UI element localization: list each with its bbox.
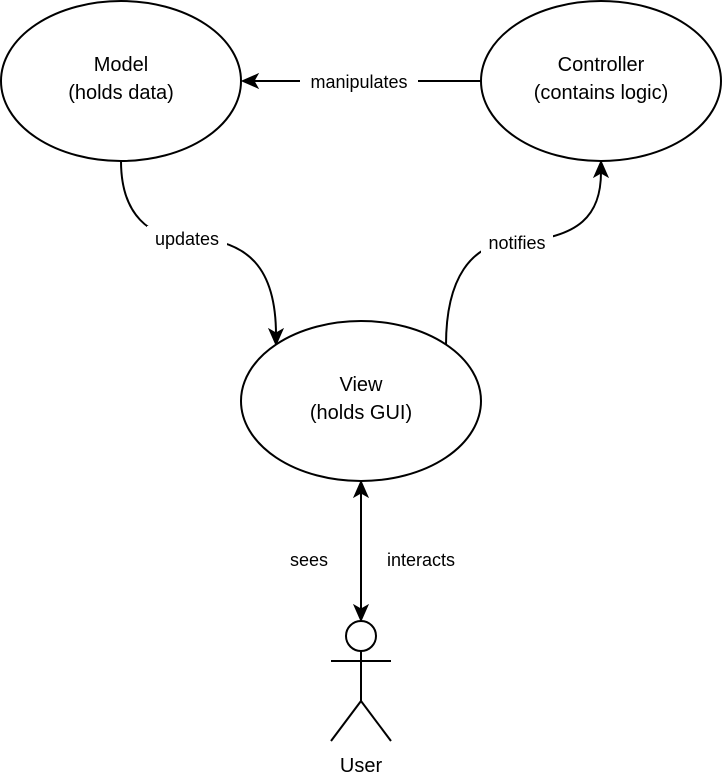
stick-figure-icon: [330, 620, 392, 742]
node-model-title: Model: [94, 54, 148, 76]
node-view[interactable]: View (holds GUI): [240, 320, 482, 482]
edge-label-bg: [481, 230, 553, 254]
node-view-subtitle: (holds GUI): [310, 402, 412, 424]
node-model[interactable]: Model (holds data): [0, 0, 242, 162]
edge-label-bg: [147, 226, 227, 250]
arrowhead-down-icon: [352, 603, 370, 623]
node-model-ellipse: [0, 0, 242, 162]
node-controller-subtitle: (contains logic): [534, 82, 669, 104]
node-controller-title: Controller: [558, 54, 645, 76]
node-view-ellipse: [240, 320, 482, 482]
edge-label-notifies: notifies: [488, 233, 545, 253]
node-view-title: View: [340, 374, 384, 396]
edge-label-interacts: interacts: [387, 550, 455, 570]
edge-label-sees: sees: [290, 550, 328, 570]
edge-updates: updates: [120, 160, 285, 347]
node-model-subtitle: (holds data): [68, 82, 174, 104]
arrowhead-icon: [592, 159, 610, 179]
node-controller-ellipse: [480, 0, 722, 162]
edge-label-bg: [300, 69, 418, 93]
edge-view-user: sees interacts: [290, 479, 455, 623]
actor-head: [345, 620, 377, 652]
edge-notifies: notifies: [445, 159, 610, 346]
arrowhead-icon: [267, 327, 285, 347]
arrowhead-up-icon: [352, 479, 370, 499]
node-controller[interactable]: Controller (contains logic): [480, 0, 722, 162]
edge-label-updates: updates: [155, 229, 219, 249]
actor-left-leg: [330, 700, 362, 742]
actor-user-label: User: [340, 755, 383, 777]
actor-user[interactable]: User: [330, 620, 392, 777]
arrowhead-icon: [240, 72, 260, 90]
edge-notifies-path: [445, 171, 602, 346]
edge-manipulates: manipulates: [240, 69, 481, 93]
edge-label-manipulates: manipulates: [310, 72, 407, 92]
actor-right-leg: [360, 700, 392, 742]
